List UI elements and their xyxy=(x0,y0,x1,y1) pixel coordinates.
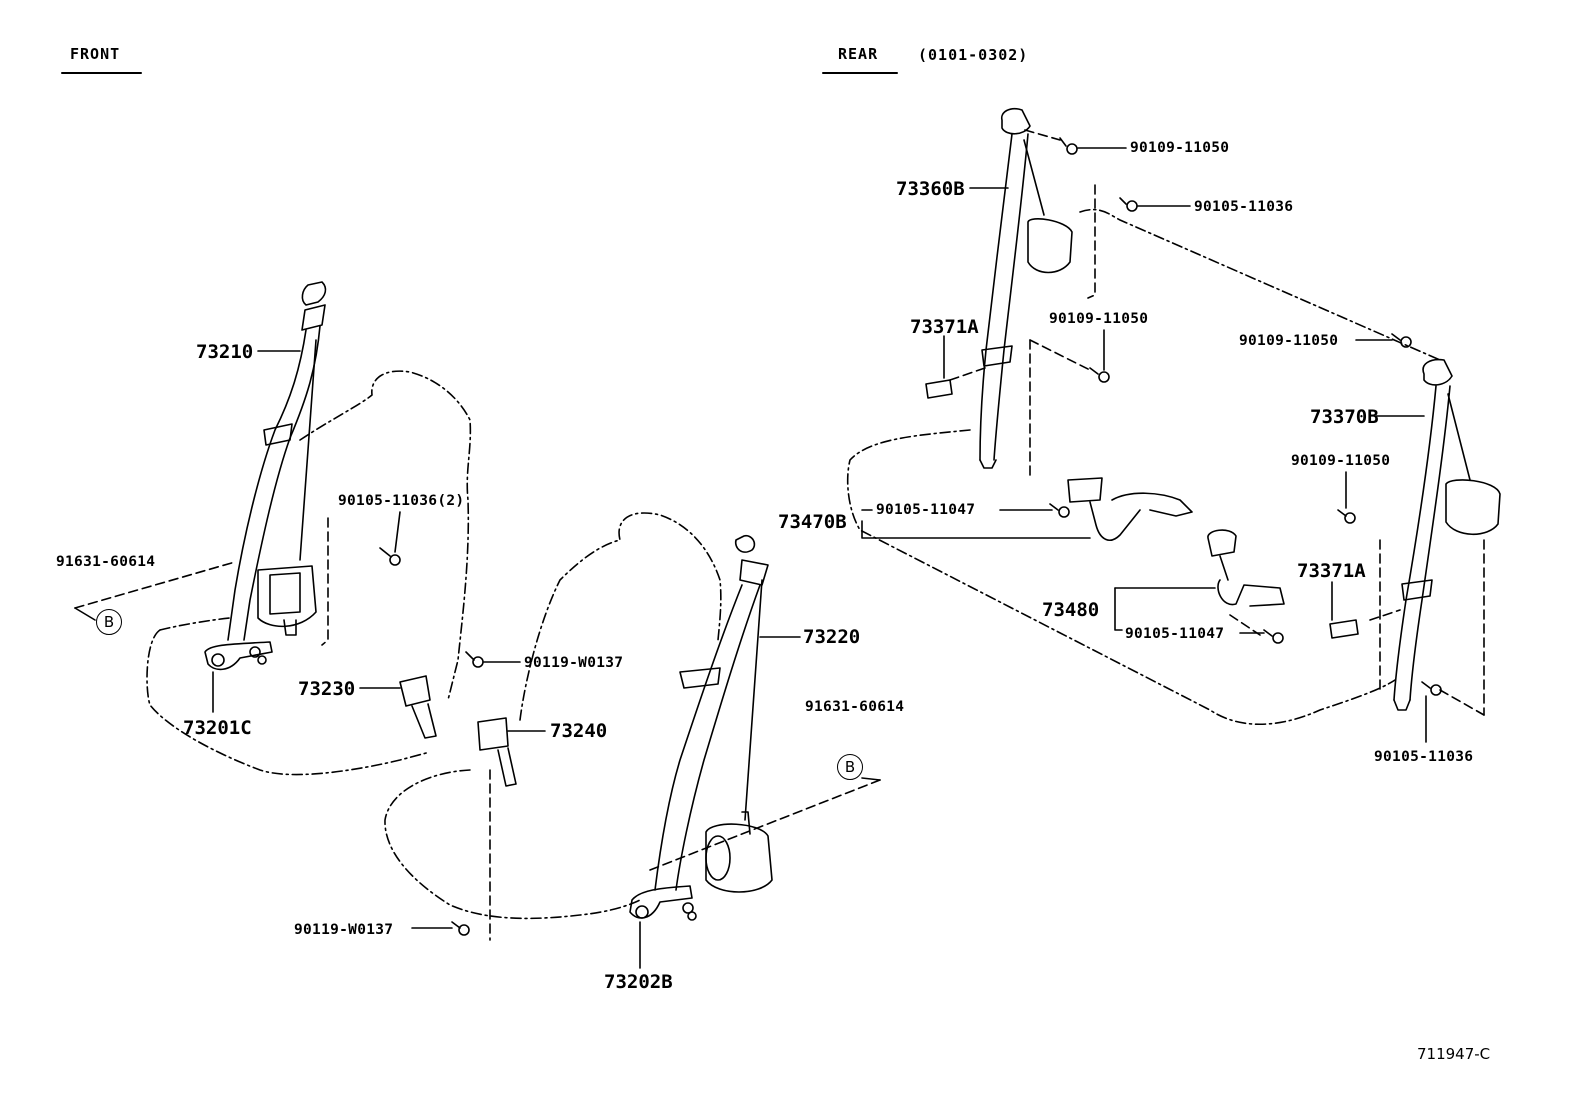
front-right-dash-b xyxy=(649,779,881,871)
front-left-dash-b xyxy=(74,561,236,609)
bolt-90105-11036-front xyxy=(379,547,401,566)
fastener-90105-11036-bottom: 90105-11036 xyxy=(1374,749,1474,765)
fastener-91631-60614-right: 91631-60614 xyxy=(805,699,905,715)
front-right-seat-outline xyxy=(384,512,722,920)
fastener-90109-11050-mid: 90109-11050 xyxy=(1049,311,1149,327)
part-73370B: 73370B xyxy=(1310,406,1379,428)
part-73371A-left: 73371A xyxy=(910,316,979,338)
bolt-90109-11050-top xyxy=(1059,137,1078,155)
fastener-90105-11047-a: 90105-11047 xyxy=(876,502,976,518)
fastener-90105-11036-top: 90105-11036 xyxy=(1194,199,1294,215)
belt-73360B xyxy=(979,107,1073,469)
reference-b-right: B xyxy=(837,754,863,780)
clip-73371A-right xyxy=(1329,619,1359,639)
anchor-73201C xyxy=(204,641,273,671)
belt-73210 xyxy=(227,281,327,641)
bolt-90109-11050-right xyxy=(1391,333,1412,348)
rear-range: (0101-0302) xyxy=(918,46,1029,64)
bolt-90119-W0137-upper xyxy=(465,651,484,668)
rear-dash-1 xyxy=(1087,184,1096,299)
front-right-b-leader xyxy=(861,777,881,781)
rear-dash-2 xyxy=(1024,129,1061,141)
bolt-90119-W0137-lower xyxy=(451,921,470,936)
fastener-90109-11050-right2: 90109-11050 xyxy=(1291,453,1391,469)
clip-73371A-left xyxy=(925,379,953,399)
bolt-90105-11047-a xyxy=(1049,503,1070,518)
rear-dash-7 xyxy=(1439,689,1485,716)
belt-73370B xyxy=(1393,358,1501,711)
part-73371A-right: 73371A xyxy=(1297,560,1366,582)
fastener-90105-11047-b: 90105-11047 xyxy=(1125,626,1225,642)
part-73360B: 73360B xyxy=(896,178,965,200)
fastener-90109-11050-top: 90109-11050 xyxy=(1130,140,1230,156)
part-73230: 73230 xyxy=(298,678,356,700)
rear-dash-10 xyxy=(1229,614,1261,636)
part-73202B: 73202B xyxy=(604,971,673,993)
front-header: FRONT xyxy=(70,45,121,63)
anchor-73202B xyxy=(629,885,697,921)
bolt-90105-11036-bottom xyxy=(1421,681,1442,696)
front-left-b-leader xyxy=(74,607,96,621)
rear-dash-8 xyxy=(949,367,986,381)
buckle-73470B xyxy=(1067,477,1193,541)
rear-seat-outline xyxy=(846,208,1441,725)
leader-90105-11036-front xyxy=(394,511,401,553)
bolt-90109-11050-mid xyxy=(1089,367,1110,383)
fastener-90119-W0137-lower: 90119-W0137 xyxy=(294,922,394,938)
bolt-90105-11047-b xyxy=(1263,629,1284,644)
front-left-dash-mount xyxy=(321,517,329,646)
bolt-90109-11050-right2 xyxy=(1337,509,1356,524)
front-left-seat-outline xyxy=(146,370,472,776)
part-73210: 73210 xyxy=(196,341,254,363)
bracket-73480 xyxy=(1114,587,1123,631)
fastener-90109-11050-right: 90109-11050 xyxy=(1239,333,1339,349)
buckle-73480 xyxy=(1207,529,1285,607)
catalog-code: 711947-C xyxy=(1417,1045,1491,1063)
fastener-90105-11036-2: 90105-11036(2) xyxy=(338,493,465,509)
part-73240: 73240 xyxy=(550,720,608,742)
belt-73220 xyxy=(654,534,773,893)
part-73201C: 73201C xyxy=(183,717,252,739)
bracket-73470B xyxy=(861,520,1091,539)
part-73470B: 73470B xyxy=(778,511,847,533)
reference-b-left: B xyxy=(96,609,122,635)
rear-dash-9 xyxy=(1369,609,1401,621)
fastener-91631-60614-left: 91631-60614 xyxy=(56,554,156,570)
rear-header: REAR xyxy=(838,45,879,63)
part-73480: 73480 xyxy=(1042,599,1100,621)
buckle-73230 xyxy=(399,675,437,739)
bolt-90105-11036-top xyxy=(1119,197,1138,212)
rear-dash-4 xyxy=(1029,339,1091,371)
part-73220: 73220 xyxy=(803,626,861,648)
buckle-73240 xyxy=(477,717,517,787)
fastener-90119-W0137-upper: 90119-W0137 xyxy=(524,655,624,671)
